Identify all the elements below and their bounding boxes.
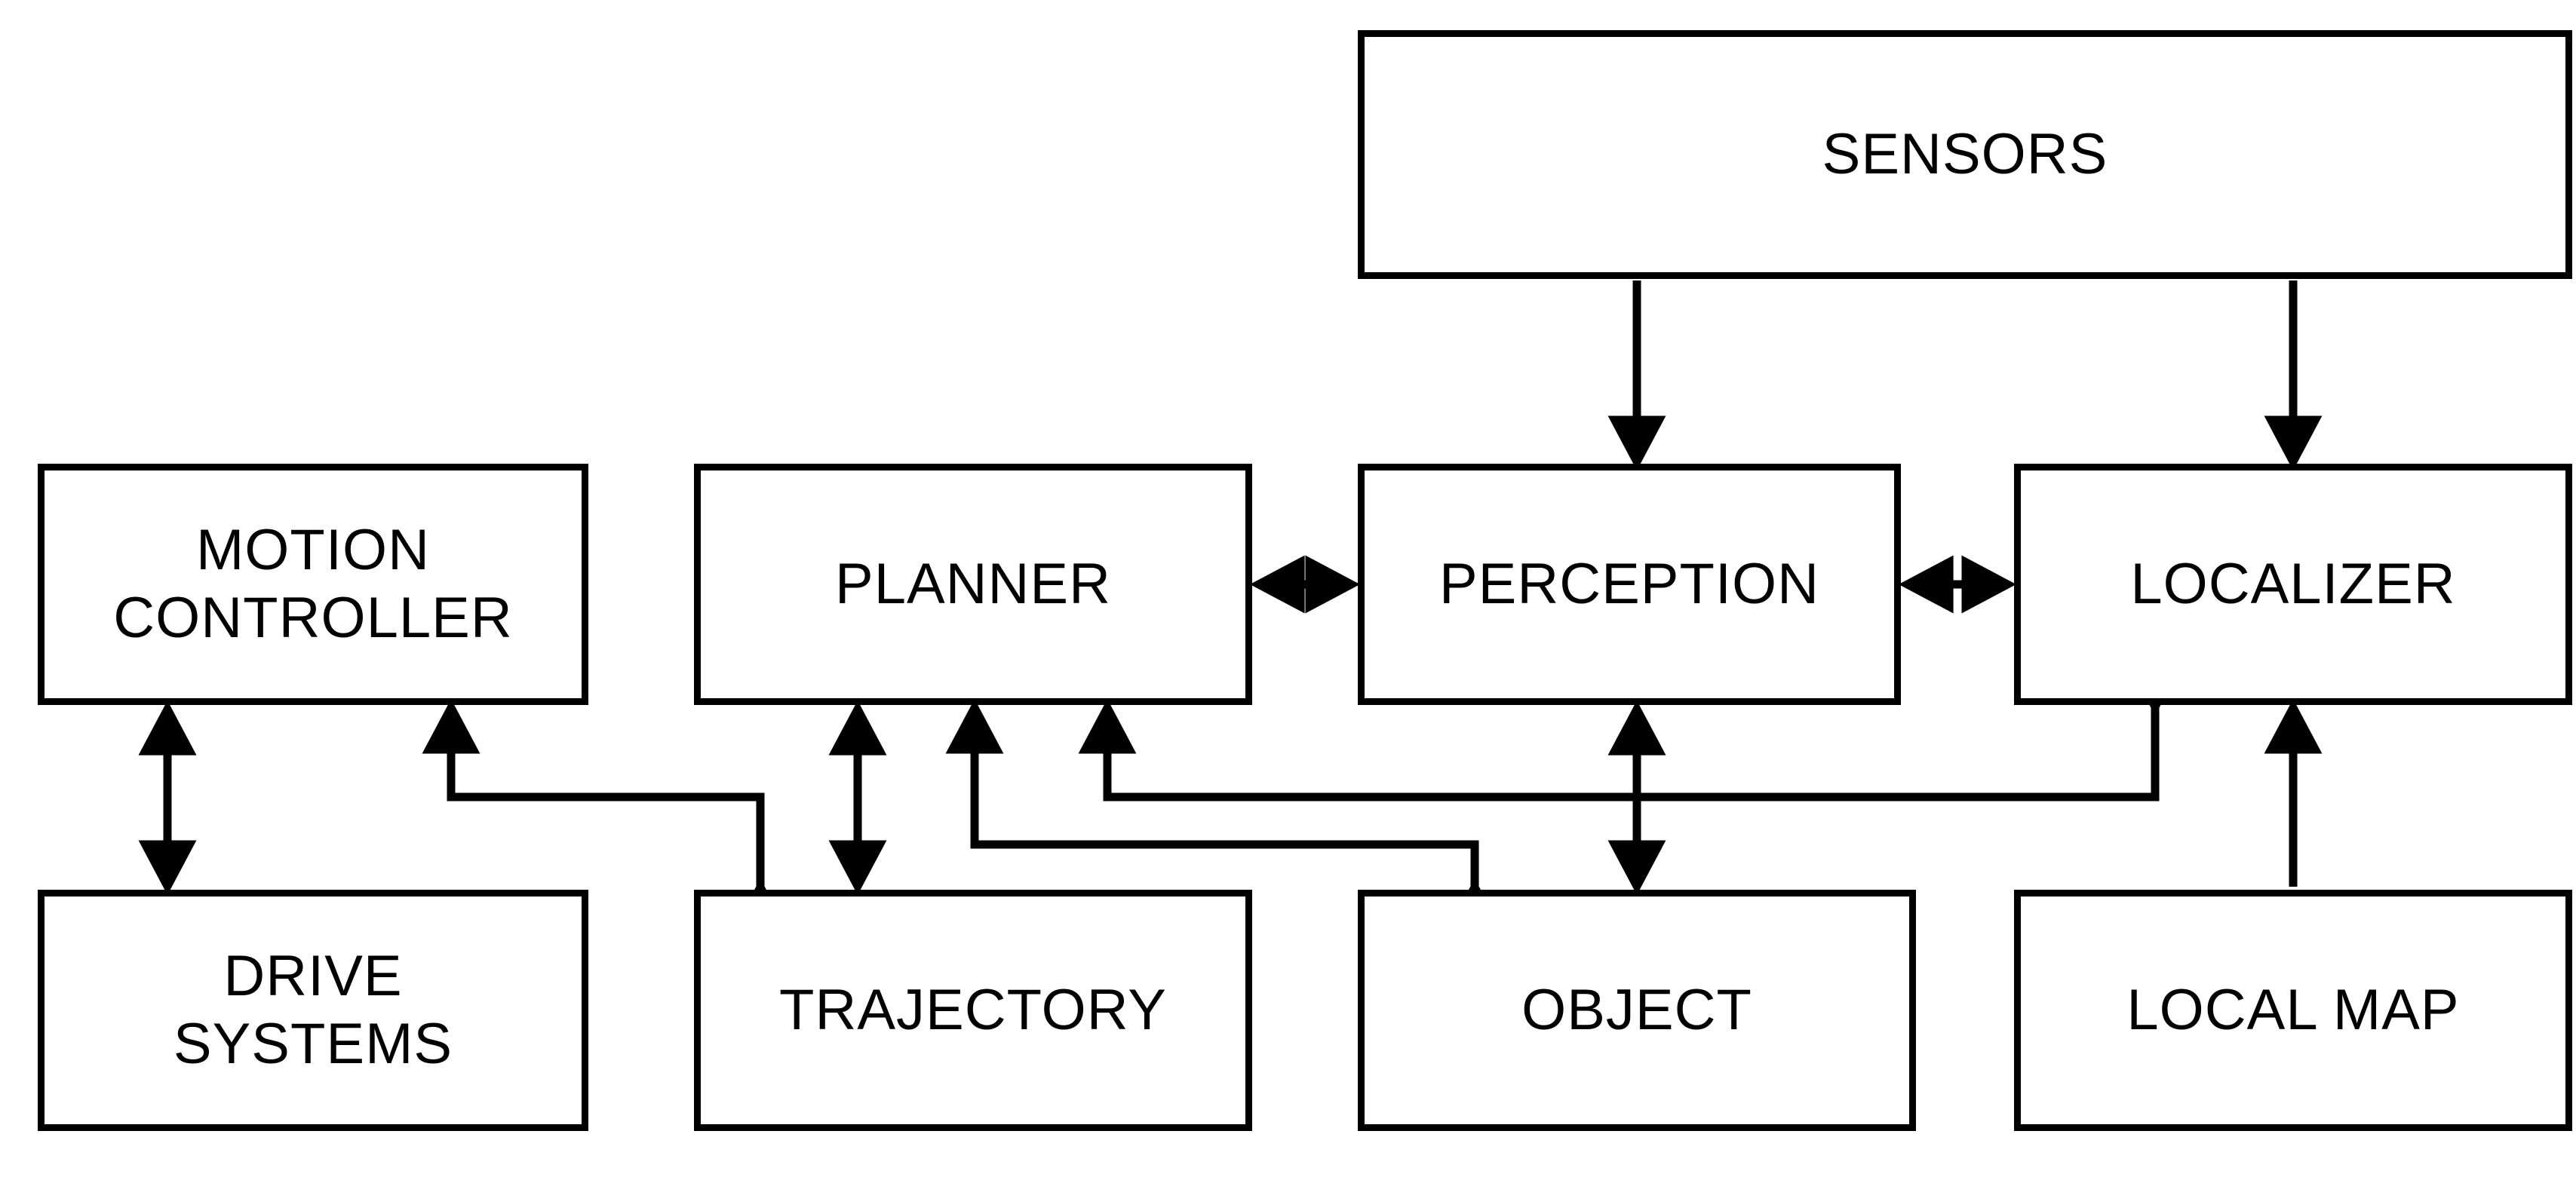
node-motion-controller-label: MOTION CONTROLLER bbox=[113, 518, 513, 650]
node-drive-systems[interactable]: DRIVE SYSTEMS bbox=[38, 890, 588, 1131]
node-trajectory[interactable]: TRAJECTORY bbox=[694, 890, 1252, 1131]
node-planner-label: PLANNER bbox=[835, 552, 1111, 617]
node-drive-systems-label: DRIVE SYSTEMS bbox=[173, 944, 453, 1076]
node-local-map[interactable]: LOCAL MAP bbox=[2014, 890, 2572, 1131]
node-local-map-label: LOCAL MAP bbox=[2126, 978, 2460, 1043]
node-sensors-label: SENSORS bbox=[1822, 122, 2108, 187]
node-sensors[interactable]: SENSORS bbox=[1358, 30, 2572, 279]
wire-trajectory-to-motion-controller bbox=[422, 698, 790, 933]
wire-object-to-planner bbox=[945, 698, 1504, 933]
node-object[interactable]: OBJECT bbox=[1358, 890, 1916, 1131]
node-localizer-label: LOCALIZER bbox=[2130, 552, 2456, 617]
node-planner[interactable]: PLANNER bbox=[694, 464, 1252, 705]
node-trajectory-label: TRAJECTORY bbox=[779, 978, 1167, 1043]
node-perception-label: PERCEPTION bbox=[1438, 552, 1820, 617]
node-localizer[interactable]: LOCALIZER bbox=[2014, 464, 2572, 705]
node-perception[interactable]: PERCEPTION bbox=[1358, 464, 1901, 705]
node-motion-controller[interactable]: MOTION CONTROLLER bbox=[38, 464, 588, 705]
node-object-label: OBJECT bbox=[1521, 978, 1752, 1043]
wire-localizer-to-planner bbox=[1078, 661, 2185, 802]
